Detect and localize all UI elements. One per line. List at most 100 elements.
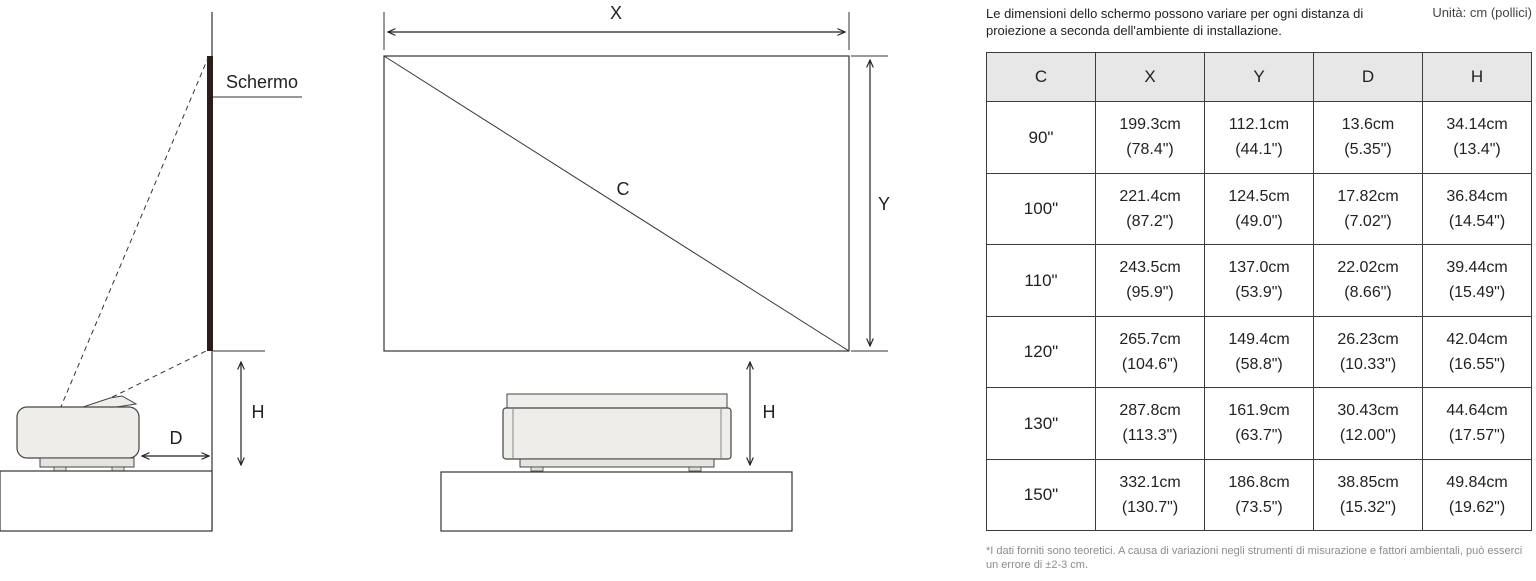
screen-panel <box>207 56 213 351</box>
h-label-front: H <box>763 402 776 422</box>
cell-d-cm: 13.6cm <box>1341 116 1395 134</box>
cell-d-cm: 30.43cm <box>1337 402 1399 420</box>
cell-y-cm: 149.4cm <box>1228 330 1290 348</box>
projector-front <box>502 393 732 472</box>
footnote: *I dati forniti sono teoretici. A causa … <box>986 545 1523 571</box>
cell-x-inch: (104.6") <box>1121 355 1179 373</box>
cell-d-inch: (12.00") <box>1339 427 1397 445</box>
cell-y-inch: (53.9") <box>1235 284 1283 302</box>
cell-d-inch: (8.66") <box>1344 284 1392 302</box>
table-row: 150"332.1cm(130.7")186.8cm(73.5")38.85cm… <box>986 458 1532 531</box>
installation-diagram: Schermo D H X C Y <box>0 3 890 532</box>
cell-h: 36.84cm (14.54") <box>1422 172 1532 245</box>
cell-x-inch: (78.4") <box>1126 141 1174 159</box>
header-x: X <box>1095 52 1205 102</box>
cell-d-inch: (15.32") <box>1339 498 1397 516</box>
cell-d-inch: (5.35") <box>1344 141 1392 159</box>
cell-h-inch: (13.4") <box>1453 141 1501 159</box>
y-label: Y <box>878 194 890 214</box>
diagonal-line <box>383 55 850 352</box>
cell-c: 120" <box>986 315 1096 388</box>
cell-d-inch: (10.33") <box>1339 355 1397 373</box>
cell-x: 221.4cm (87.2") <box>1095 172 1205 245</box>
d-label: D <box>170 428 183 448</box>
cell-d: 26.23cm(10.33") <box>1313 315 1423 388</box>
cell-h-cm: 34.14cm <box>1446 116 1508 134</box>
cell-h: 39.44cm(15.49") <box>1422 244 1532 317</box>
cell-h-cm: 49.84cm <box>1446 473 1508 491</box>
cell-d: 30.43cm (12.00") <box>1313 387 1423 460</box>
table-header-row: C X Y D H <box>986 52 1532 102</box>
cell-d: 13.6cm (5.35") <box>1313 101 1423 174</box>
cell-x-cm: 265.7cm <box>1119 330 1181 348</box>
screen-label: Schermo <box>226 72 298 92</box>
cell-x-cm: 221.4cm <box>1119 187 1181 205</box>
cell-y-inch: (73.5") <box>1235 498 1283 516</box>
projection-ray-top <box>59 57 209 410</box>
unit-label: Unità: cm (pollici) <box>1432 5 1532 20</box>
cell-x-cm: 332.1cm <box>1119 473 1181 491</box>
cell-h-cm: 36.84cm <box>1446 187 1508 205</box>
cell-x-inch: (87.2") <box>1126 212 1174 230</box>
cell-d-inch: (7.02") <box>1344 212 1392 230</box>
cell-d-cm: 22.02cm <box>1337 259 1399 277</box>
table-row: 100" 221.4cm (87.2") 124.5cm(49.0")17.82cm(… <box>986 172 1532 245</box>
cell-d: 38.85cm (15.32") <box>1313 458 1423 531</box>
header-c: C <box>986 52 1096 102</box>
cell-h-inch: (14.54") <box>1448 212 1506 230</box>
cell-h: 49.84cm (19.62") <box>1422 458 1532 531</box>
cell-h: 34.14cm (13.4") <box>1422 101 1532 174</box>
cell-h-inch: (19.62") <box>1448 498 1506 516</box>
cell-x-cm: 287.8cm <box>1119 402 1181 420</box>
x-label: X <box>610 3 622 23</box>
front-view: X C Y H <box>383 3 890 532</box>
cell-h: 42.04cm (16.55") <box>1422 315 1532 388</box>
cell-y: 112.1cm (44.1") <box>1204 101 1314 174</box>
side-table <box>0 470 213 532</box>
cell-y-cm: 124.5cm <box>1228 187 1290 205</box>
cell-y: 149.4cm (58.8") <box>1204 315 1314 388</box>
cell-h-inch: (16.55") <box>1448 355 1506 373</box>
cell-h-cm: 42.04cm <box>1446 330 1508 348</box>
cell-x-inch: (95.9") <box>1126 284 1174 302</box>
table-row: 110"243.5cm(95.9")137.0cm(53.9")22.02cm(… <box>986 244 1532 317</box>
front-table <box>440 471 793 532</box>
dimensions-table: C X Y D H 90" 199.3cm (78.4") 112.1cm (44.1"… <box>986 52 1532 531</box>
cell-y-cm: 161.9cm <box>1228 402 1290 420</box>
cell-y: 161.9cm (63.7") <box>1204 387 1314 460</box>
cell-d: 17.82cm(7.02") <box>1313 172 1423 245</box>
cell-x-cm: 199.3cm <box>1119 116 1181 134</box>
cell-y-cm: 186.8cm <box>1228 473 1290 491</box>
cell-x: 287.8cm (113.3") <box>1095 387 1205 460</box>
table-row: 130" 287.8cm (113.3") 161.9cm (63.7") 30.43cm… <box>986 387 1532 460</box>
cell-x: 243.5cm (95.9") <box>1095 244 1205 317</box>
cell-y: 124.5cm(49.0") <box>1204 172 1314 245</box>
cell-c: 90" <box>986 101 1096 174</box>
h-label-side: H <box>252 402 265 422</box>
cell-x: 332.1cm (130.7") <box>1095 458 1205 531</box>
installation-note: Le dimensioni dello schermo possono vari… <box>986 6 1364 38</box>
cell-d: 22.02cm (8.66") <box>1313 244 1423 317</box>
cell-y: 186.8cm (73.5") <box>1204 458 1314 531</box>
cell-x-inch: (113.3") <box>1122 427 1178 445</box>
cell-x-inch: (130.7") <box>1121 498 1179 516</box>
cell-y-inch: (63.7") <box>1235 427 1283 445</box>
cell-y: 137.0cm(53.9") <box>1204 244 1314 317</box>
c-label: C <box>617 179 630 199</box>
header-y: Y <box>1204 52 1314 102</box>
cell-x-cm: 243.5cm <box>1119 259 1181 277</box>
table-row: 90" 199.3cm (78.4") 112.1cm (44.1") 13.6cm (5.… <box>986 101 1532 174</box>
header-h: H <box>1422 52 1532 102</box>
side-view: Schermo D H <box>0 12 302 532</box>
cell-d-cm: 38.85cm <box>1337 473 1399 491</box>
cell-h-inch: (17.57") <box>1448 427 1506 445</box>
cell-h-cm: 39.44cm <box>1446 259 1508 277</box>
cell-c: 130" <box>986 387 1096 460</box>
cell-y-inch: (44.1") <box>1235 141 1283 159</box>
cell-y-inch: (58.8") <box>1235 355 1283 373</box>
projector-side <box>16 395 140 472</box>
cell-y-cm: 112.1cm <box>1228 116 1290 134</box>
cell-c: 100" <box>986 172 1096 245</box>
header-d: D <box>1313 52 1423 102</box>
table-row: 120" 265.7cm (104.6") 149.4cm (58.8") 26.23cm… <box>986 315 1532 388</box>
